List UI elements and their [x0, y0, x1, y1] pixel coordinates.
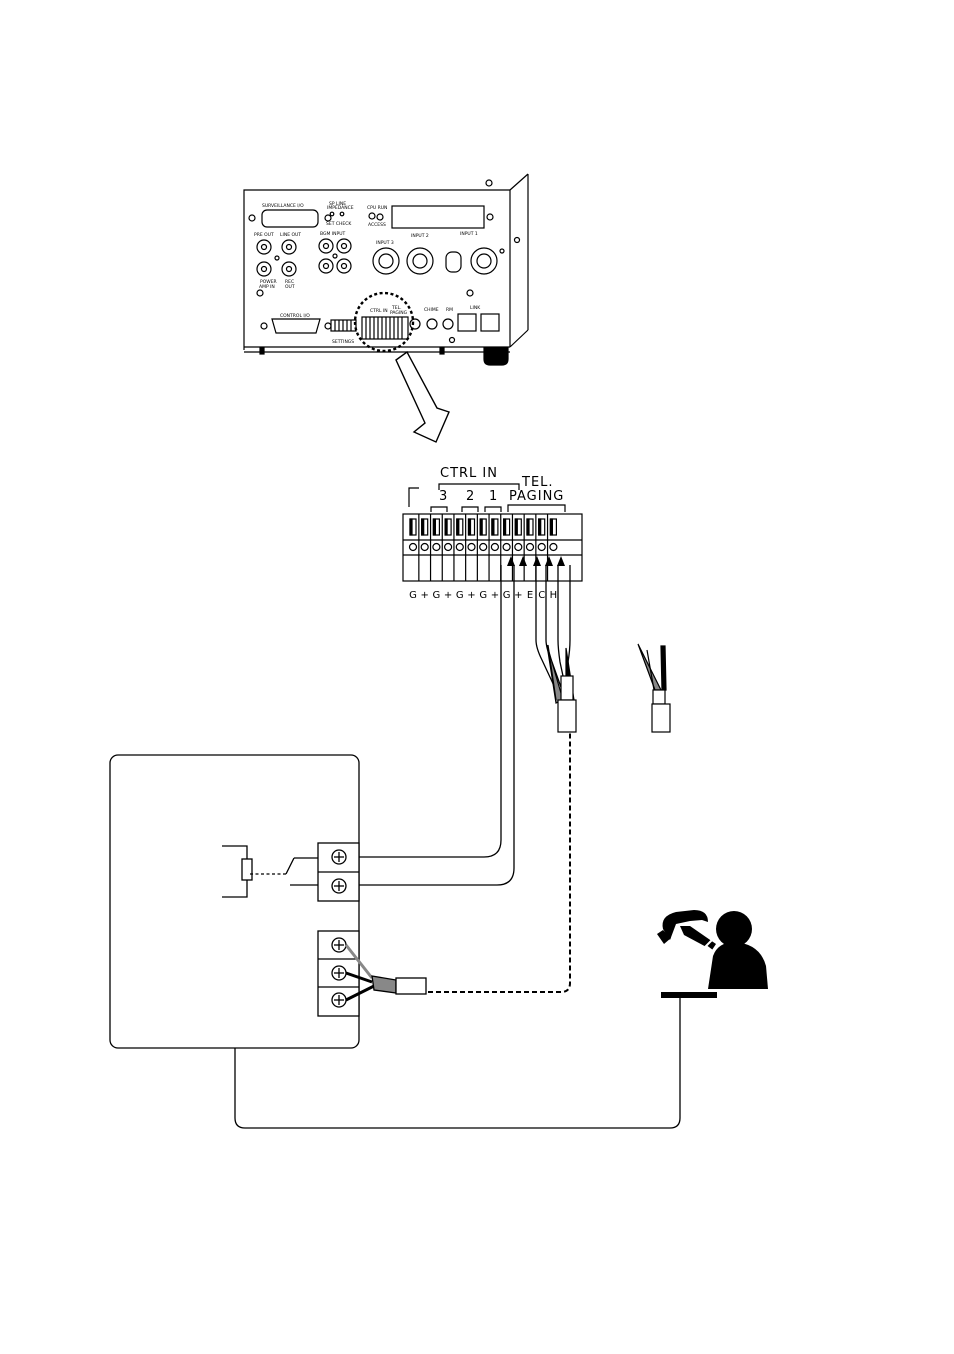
- highlight-circle: [355, 293, 413, 351]
- telephone-cable-stripped: [547, 645, 576, 732]
- channel-3-label: 3: [439, 489, 448, 504]
- pin-label: C: [538, 590, 545, 601]
- out-label: OUT: [285, 284, 295, 290]
- terminal-hole: [527, 544, 534, 551]
- pin-label: H: [550, 590, 558, 601]
- panel-labels: SURVEILLANCE I/O SP LINE IMPEDANCE SET C…: [254, 201, 481, 345]
- terminal-hole: [468, 544, 475, 551]
- terminal-lever-edge: [410, 519, 412, 535]
- equipment-box: [110, 755, 359, 1048]
- terminal-hole: [410, 544, 417, 551]
- pin-label: +: [467, 590, 475, 601]
- terminal-hole: [456, 544, 463, 551]
- chime-label: CHIME: [424, 307, 439, 313]
- terminal-lever-edge: [504, 519, 506, 535]
- control-io-label: CONTROL I/O: [280, 313, 310, 319]
- rm-label: RM: [446, 307, 453, 313]
- input-3-label: INPUT 3: [376, 240, 394, 246]
- terminal-hole: [421, 544, 428, 551]
- paging-label: PAGING: [509, 489, 564, 504]
- pin-label: G: [479, 590, 487, 601]
- terminal-lever-edge: [433, 519, 435, 535]
- pin-label: +: [514, 590, 522, 601]
- terminal-hole: [433, 544, 440, 551]
- terminal-hole: [480, 544, 487, 551]
- paging-small-label: PAGING: [390, 310, 408, 316]
- bgm-input-label: BGM INPUT: [320, 231, 346, 237]
- channel-1-label: 1: [489, 489, 498, 504]
- pin-label: G: [409, 590, 417, 601]
- dashed-telephone-link: [428, 732, 570, 992]
- terminal-lever-edge: [539, 519, 541, 535]
- channel-2-label: 2: [466, 489, 475, 504]
- pin-label: +: [444, 590, 452, 601]
- terminal-lever-edge: [492, 519, 494, 535]
- terminal-lever-edge: [422, 519, 424, 535]
- pin-label: G: [456, 590, 464, 601]
- tel-label: TEL.: [521, 475, 554, 490]
- pin-label: G: [503, 590, 511, 601]
- phone-line: [235, 998, 680, 1128]
- terminal-hole: [445, 544, 452, 551]
- set-check-label: SET CHECK: [326, 221, 352, 227]
- terminal-lever-edge: [445, 519, 447, 535]
- pin-label: E: [527, 590, 533, 601]
- terminal-hole: [515, 544, 522, 551]
- input-2-label: INPUT 2: [411, 233, 429, 239]
- pin-label: G: [433, 590, 441, 601]
- terminal-hole: [491, 544, 498, 551]
- terminal-lever-edge: [469, 519, 471, 535]
- terminal-hole: [538, 544, 545, 551]
- terminal-hole: [550, 544, 557, 551]
- rear-panel: [244, 174, 528, 365]
- box-cable: [346, 732, 570, 1000]
- link-label: LINK: [470, 305, 481, 311]
- access-label: ACCESS: [368, 222, 386, 228]
- zoom-arrow-icon: [396, 352, 449, 442]
- pin-label: +: [491, 590, 499, 601]
- pre-out-label: PRE OUT: [254, 232, 274, 238]
- ctrl-in-small-label: CTRL IN: [370, 308, 388, 314]
- terminal-hole: [503, 544, 510, 551]
- input-1-label: INPUT 1: [460, 231, 478, 237]
- terminal-lever-edge: [527, 519, 529, 535]
- ctrl-in-label: CTRL IN: [440, 466, 498, 481]
- telephone-cable-reference: [638, 644, 670, 732]
- terminal-lever-edge: [550, 519, 552, 535]
- impedance-label: IMPEDANCE: [327, 205, 354, 211]
- surveillance-io-label: SURVEILLANCE I/O: [262, 203, 304, 209]
- pin-label: +: [421, 590, 429, 601]
- amp-in-label: AMP IN: [259, 284, 275, 290]
- settings-label: SETTINGS: [332, 339, 354, 345]
- wires: [344, 565, 570, 885]
- line-out-label: LINE OUT: [280, 232, 301, 238]
- relay-contact-icon: [222, 846, 318, 897]
- terminal-lever-edge: [515, 519, 517, 535]
- terminal-lever-edge: [457, 519, 459, 535]
- terminal-lever-edge: [480, 519, 482, 535]
- cpu-run-label: CPU RUN: [367, 205, 387, 211]
- telephone-user-icon: [657, 910, 768, 998]
